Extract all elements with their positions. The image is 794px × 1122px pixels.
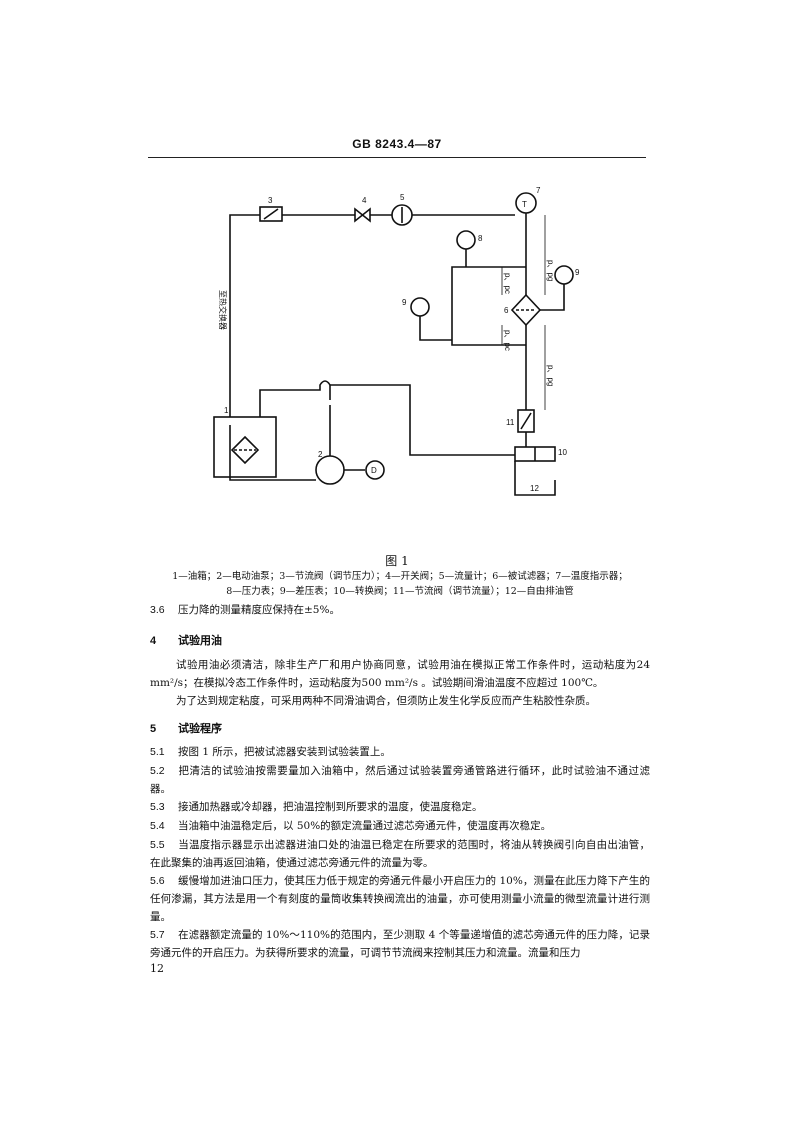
- clause-text: 压力降的测量精度应保持在±5%。: [178, 604, 340, 616]
- throttle-valve-3: [259, 206, 283, 222]
- figure-legend-line-1: 1—油箱；2—电动油泵；3—节流阀（调节压力）；4—开关阀；5—流量计；6—被试…: [172, 571, 628, 582]
- section-5-heading: 5 试验程序: [150, 720, 222, 736]
- header-rule: [148, 157, 646, 158]
- label-2: 2: [318, 450, 323, 459]
- clause-number: 5.2: [150, 765, 165, 777]
- differential-gauge-9-left: [410, 297, 430, 317]
- differential-gauge-9-right: [554, 265, 574, 285]
- clause-text: 当油箱中油温稳定后，以 50%的额定流量通过滤芯旁通元件，使温度再次稳定。: [178, 820, 552, 832]
- label-T: T: [522, 200, 527, 209]
- label-11: 11: [506, 418, 515, 427]
- clause-5-1: 5.1 按图 1 所示，把被试滤器安装到试验装置上。: [150, 743, 650, 761]
- section-title: 试验程序: [178, 723, 222, 735]
- section-4-heading: 4 试验用油: [150, 632, 222, 648]
- section-title: 试验用油: [178, 635, 222, 647]
- label-10: 10: [558, 448, 567, 457]
- free-drain-12: [514, 461, 556, 496]
- clause-text: 在滤器额定流量的 10%～110%的范围内，至少测取 4 个等量递增值的滤芯旁通…: [150, 929, 650, 959]
- clause-number: 5.3: [150, 801, 165, 813]
- label-7: 7: [536, 186, 541, 195]
- section-number: 5: [150, 723, 157, 735]
- shutoff-valve-4: [354, 207, 371, 223]
- label-12: 12: [530, 484, 539, 493]
- pump-2: [315, 455, 345, 485]
- clause-text: 接通加热器或冷却器，把油温控制到所要求的温度，使温度稳定。: [178, 801, 483, 813]
- clause-number: 5.5: [150, 839, 165, 851]
- clause-5-4: 5.4 当油箱中油温稳定后，以 50%的额定流量通过滤芯旁通元件，使温度再次稳定。: [150, 817, 650, 835]
- motor-d: [365, 460, 385, 480]
- section-4-para-1: 试验用油必须清洁，除非生产厂和用户协商同意，试验用油在模拟正常工作条件时，运动粘…: [150, 659, 650, 689]
- label-p-pc-bot: p、pc: [503, 330, 512, 351]
- clause-text: 当温度指示器显示出滤器进油口处的油温已稳定在所要求的范围时，将油从转换阀引向自由…: [150, 839, 650, 869]
- section-number: 4: [150, 635, 157, 647]
- clause-5-3: 5.3 接通加热器或冷却器，把油温控制到所要求的温度，使温度稳定。: [150, 798, 650, 816]
- label-p-pg-bot: p、pg: [546, 365, 555, 386]
- figure-title: 图 1: [385, 554, 409, 568]
- label-9a: 9: [402, 298, 407, 307]
- label-1: 1: [224, 406, 229, 415]
- clause-text: 把清洁的试验油按需要量加入油箱中，然后通过试验装置旁通管路进行循环，此时试验油不…: [150, 765, 650, 795]
- label-8: 8: [478, 234, 483, 243]
- label-D: D: [371, 466, 377, 475]
- clause-number: 5.4: [150, 820, 165, 832]
- page-number: 12: [150, 962, 164, 975]
- return-line: [229, 214, 260, 417]
- label-3: 3: [268, 196, 273, 205]
- clause-text: 缓慢增加进油口压力，使其压力低于规定的旁通元件最小开启压力的 10%，测量在此压…: [150, 875, 650, 923]
- clause-number: 5.1: [150, 746, 165, 758]
- label-heat-exchanger: 至热交换器: [218, 290, 228, 330]
- label-9b: 9: [575, 268, 580, 277]
- clause-text: 按图 1 所示，把被试滤器安装到试验装置上。: [178, 746, 391, 758]
- figure-legend-line-2: 8—压力表；9—差压表；10—转换阀；11—节流阀（调节流量）；12—自由排油管: [226, 586, 574, 597]
- label-p-pg-top: p、pg: [546, 260, 555, 281]
- oil-tank-1: [213, 416, 277, 478]
- clause-number: 5.7: [150, 929, 165, 941]
- test-circuit-diagram: 1 2 3 4 5 6 7 8 9 9 10 11 12 T D p、pg p、…: [213, 186, 580, 496]
- pressure-gauge-8: [456, 230, 476, 250]
- label-4: 4: [362, 196, 367, 205]
- clause-3-6: 3.6 压力降的测量精度应保持在±5%。: [150, 601, 650, 619]
- label-p-pc-top: p、pc: [503, 273, 512, 294]
- clause-number: 3.6: [150, 604, 165, 616]
- standard-code-header: GB 8243.4—87: [352, 137, 442, 151]
- clause-number: 5.6: [150, 875, 165, 887]
- label-5: 5: [400, 193, 405, 202]
- section-4-para-2: 为了达到规定粘度，可采用两种不同滑油调合，但须防止发生化学反应而产生粘胶性杂质。: [176, 695, 596, 707]
- label-6: 6: [504, 306, 509, 315]
